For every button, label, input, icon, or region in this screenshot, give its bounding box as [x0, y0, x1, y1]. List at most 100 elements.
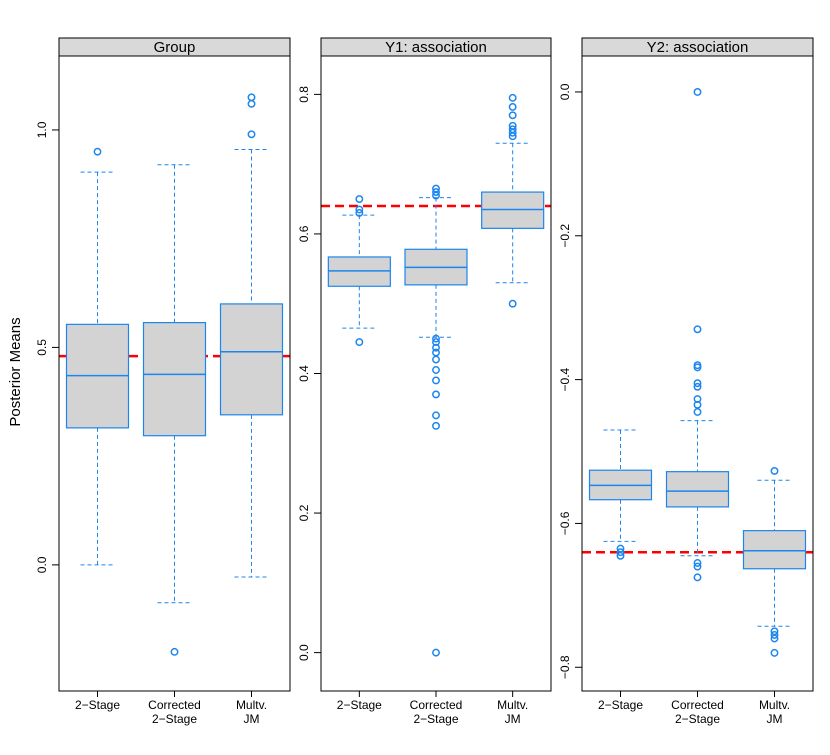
outlier-point [770, 634, 779, 643]
outlier-point [770, 648, 779, 657]
box-2 [142, 164, 207, 656]
panel-frame [581, 55, 814, 692]
outlier-point [693, 400, 702, 409]
category-label-line: 2−Stage [152, 712, 197, 726]
category-label: Multv.JM [236, 698, 267, 726]
outlier-point [247, 130, 256, 139]
outlier-point [247, 99, 256, 108]
outlier-point [93, 147, 102, 156]
box-3 [742, 466, 807, 657]
box-body [665, 471, 730, 508]
outlier-point [247, 93, 256, 102]
box-1 [327, 195, 391, 347]
category-label-line: Corrected [671, 698, 724, 712]
outlier-point [355, 338, 364, 347]
category-label-line: JM [244, 712, 260, 726]
outlier-point [508, 121, 517, 130]
outlier-point [508, 93, 517, 102]
category-label-line: 2−Stage [598, 698, 643, 712]
y-tick-label: 0.5 [35, 339, 49, 356]
y-tick-label: 0.0 [297, 644, 311, 661]
box-body [742, 530, 807, 570]
category-label-line: Corrected [410, 698, 463, 712]
outlier-point [508, 111, 517, 120]
y-tick-label: 0.0 [35, 556, 49, 573]
outlier-point [432, 366, 440, 374]
outlier-point [432, 343, 440, 352]
outlier-point [616, 544, 625, 553]
y-tick-label: 1.0 [35, 121, 49, 138]
category-label: 2−Stage [598, 698, 643, 712]
panel-3: Y2: association0.0−0.2−0.4−0.6−0.82−Stag… [558, 37, 814, 726]
category-label-line: 2−Stage [337, 698, 382, 712]
panel-title: Group [154, 39, 196, 56]
category-label: Multv.JM [759, 698, 790, 726]
y-tick-label: 0.4 [297, 365, 311, 382]
category-label-line: Multv. [497, 698, 528, 712]
y-tick-label: 0.8 [297, 86, 311, 103]
outlier-point [770, 627, 779, 636]
outlier-point [432, 355, 440, 364]
panel-frame [58, 55, 291, 692]
outlier-point [432, 421, 440, 430]
category-label: 2−Stage [337, 698, 382, 712]
outlier-point [616, 551, 625, 560]
box-3 [481, 93, 545, 308]
y-tick-label: −0.8 [558, 655, 572, 679]
y-tick-label: 0.2 [297, 504, 311, 521]
outlier-point [432, 411, 440, 420]
box-2 [404, 184, 468, 657]
outlier-point [693, 363, 702, 372]
panel-frame [320, 55, 552, 692]
outlier-point [616, 548, 625, 557]
y-axis-label: Posterior Means [7, 317, 24, 426]
outlier-point [432, 648, 440, 657]
outlier-point [355, 195, 364, 203]
outlier-point [693, 573, 702, 582]
box-1 [588, 429, 653, 560]
outlier-point [508, 102, 517, 111]
y-tick-label: 0.6 [297, 225, 311, 242]
outlier-point [693, 382, 702, 391]
outlier-point [432, 338, 440, 347]
box-body [142, 322, 207, 437]
category-label: 2−Stage [75, 698, 120, 712]
panel-title: Y2: association [647, 39, 749, 56]
category-label-line: Corrected [148, 698, 201, 712]
category-label-line: 2−Stage [75, 698, 120, 712]
outlier-point [432, 348, 440, 357]
outlier-point [693, 88, 702, 96]
outlier-point [770, 466, 779, 475]
panel-title: Y1: association [385, 39, 487, 56]
box-3 [219, 93, 284, 578]
outlier-point [693, 559, 702, 567]
y-tick-label: −0.6 [558, 511, 572, 535]
outlier-point [432, 188, 440, 197]
outlier-point [355, 205, 364, 214]
category-label: Multv.JM [497, 698, 528, 726]
box-body [219, 303, 284, 416]
category-label-line: JM [505, 712, 521, 726]
outlier-point [432, 184, 440, 193]
box-2 [665, 88, 730, 582]
category-label-line: 2−Stage [413, 712, 458, 726]
outlier-point [693, 379, 702, 388]
outlier-point [770, 630, 779, 639]
y-tick-label: −0.2 [558, 224, 572, 248]
y-tick-label: 0.0 [558, 83, 572, 100]
outlier-point [432, 390, 440, 399]
category-label-line: Multv. [759, 698, 790, 712]
outlier-point [693, 325, 702, 334]
outlier-point [693, 408, 702, 416]
outlier-point [355, 209, 364, 217]
outlier-point [432, 376, 440, 385]
outlier-point [693, 562, 702, 571]
outlier-point [508, 125, 517, 134]
outlier-point [432, 334, 440, 343]
outlier-point [508, 299, 517, 308]
